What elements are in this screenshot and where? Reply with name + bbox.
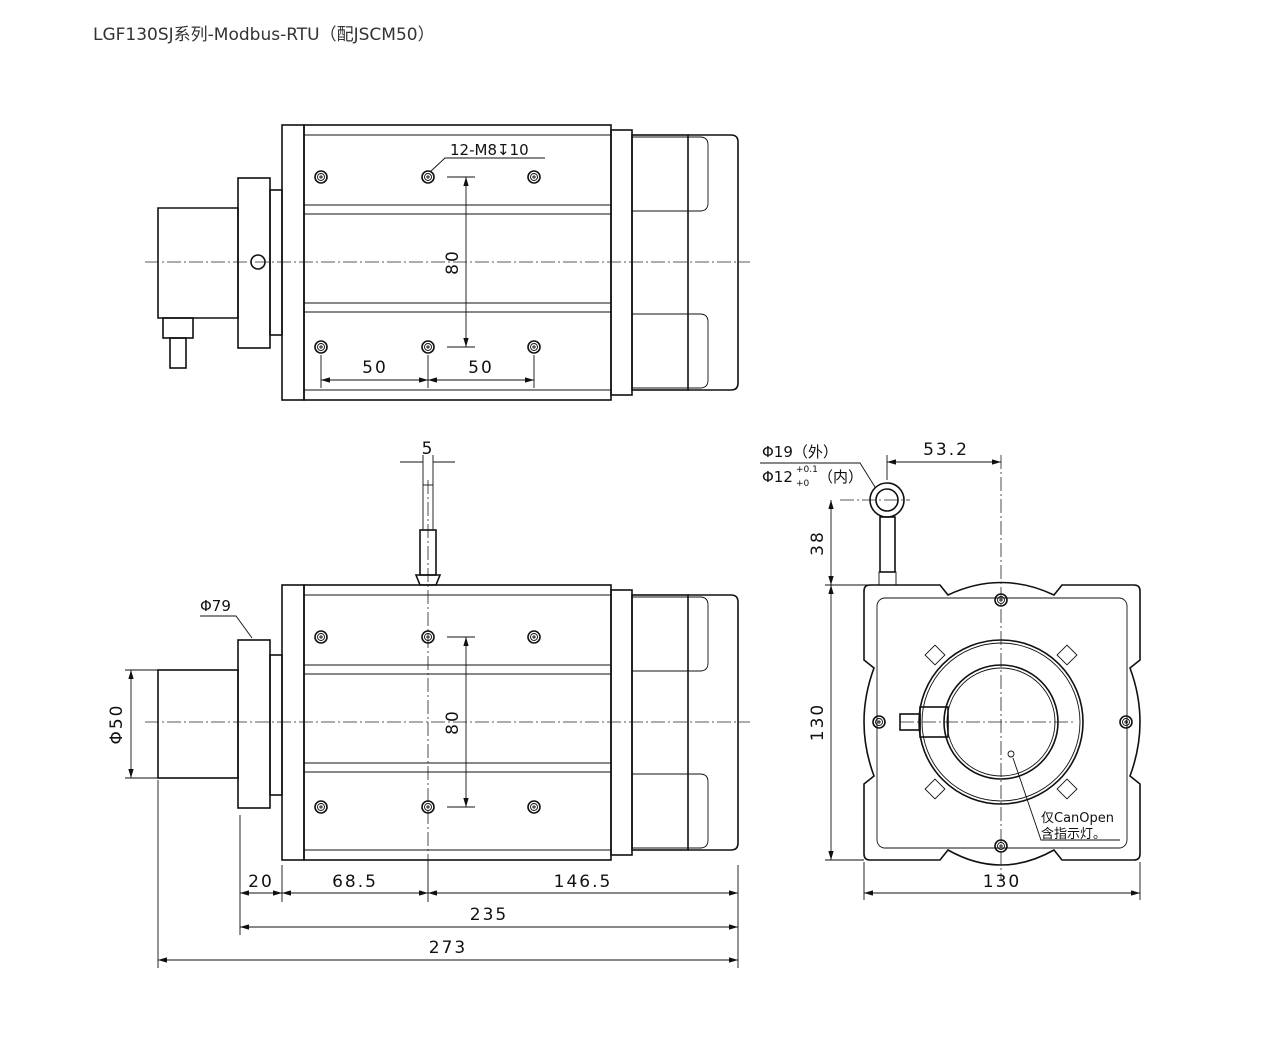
top-dim-50-right: 50 (468, 358, 494, 378)
dim-20: 20 (248, 872, 274, 892)
dim-5: 5 (422, 439, 435, 459)
hole-note: 12-M8↧10 (450, 141, 529, 159)
dim-235: 235 (470, 905, 508, 925)
dia-79: Φ79 (200, 597, 231, 615)
eye-inner-suffix: （内） (818, 468, 863, 486)
drawing-title: LGF130SJ系列-Modbus-RTU（配JSCM50） (93, 25, 435, 45)
dim-130-vertical: 130 (808, 703, 828, 741)
dia-50: Φ50 (107, 703, 127, 744)
note-line-2: 含指示灯。 (1041, 826, 1106, 842)
dim-146-5: 146.5 (554, 872, 613, 892)
dim-273: 273 (429, 938, 467, 958)
tol-upper: +0.1 (796, 465, 818, 475)
eye-outer-dia: Φ19（外） (762, 443, 838, 461)
dim-38: 38 (808, 530, 828, 556)
note-line-1: 仅CanOpen (1041, 811, 1114, 826)
tol-lower: +0 (796, 479, 810, 489)
eye-inner-dia: Φ12 (762, 468, 793, 486)
dim-130-horizontal: 130 (983, 872, 1021, 892)
dim-68-5: 68.5 (332, 872, 378, 892)
top-dim-80: 80 (443, 249, 463, 275)
front-dim-80: 80 (443, 709, 463, 735)
dim-53-2: 53.2 (923, 440, 969, 460)
front-view: 80 5 Φ79 Φ50 20 68.5 146.5 235 273 (107, 439, 750, 968)
side-view: 53.2 Φ19（外） Φ12 +0.1 +0 （内） 38 130 130 仅… (760, 440, 1141, 900)
top-dim-50-left: 50 (362, 358, 388, 378)
top-view: 80 12-M8↧10 50 50 (145, 124, 750, 401)
